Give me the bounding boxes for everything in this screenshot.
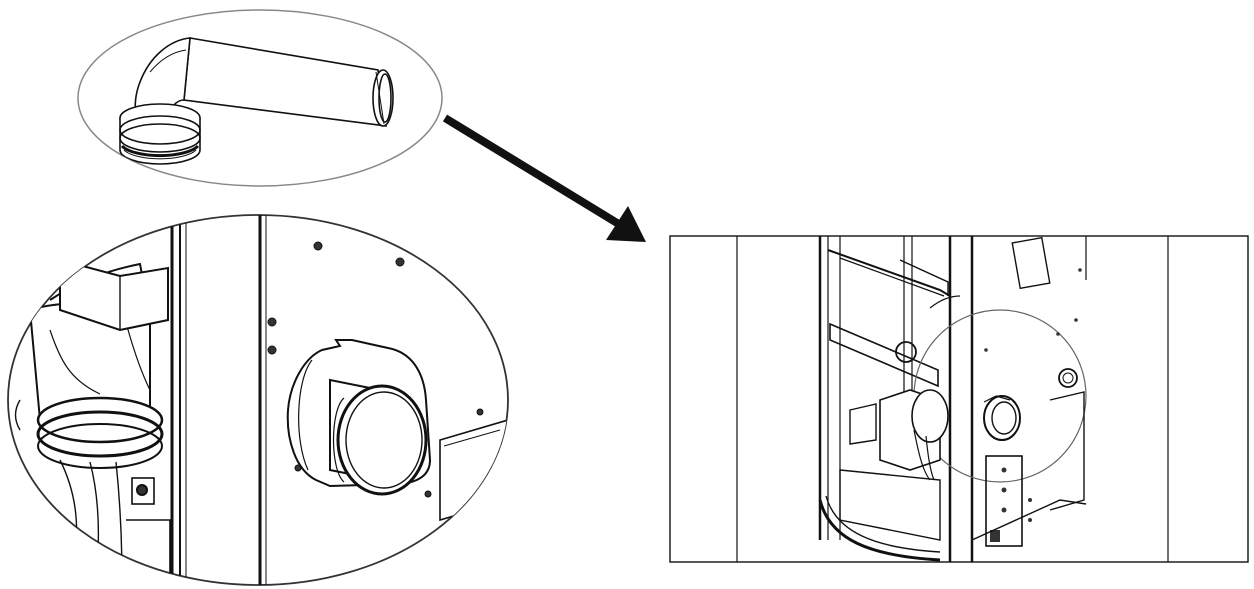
stove-cabinet-icon: [818, 236, 1087, 562]
elbow-pipe-icon: [119, 37, 394, 165]
panel-bolts: [267, 241, 484, 498]
stove-overview-panel: [669, 235, 1249, 563]
magnifier-detail-icon: [14, 215, 508, 585]
pipe-part-callout: [77, 9, 443, 187]
arrow-down-right-icon: [442, 114, 646, 242]
detail-view-callout: [7, 214, 509, 586]
